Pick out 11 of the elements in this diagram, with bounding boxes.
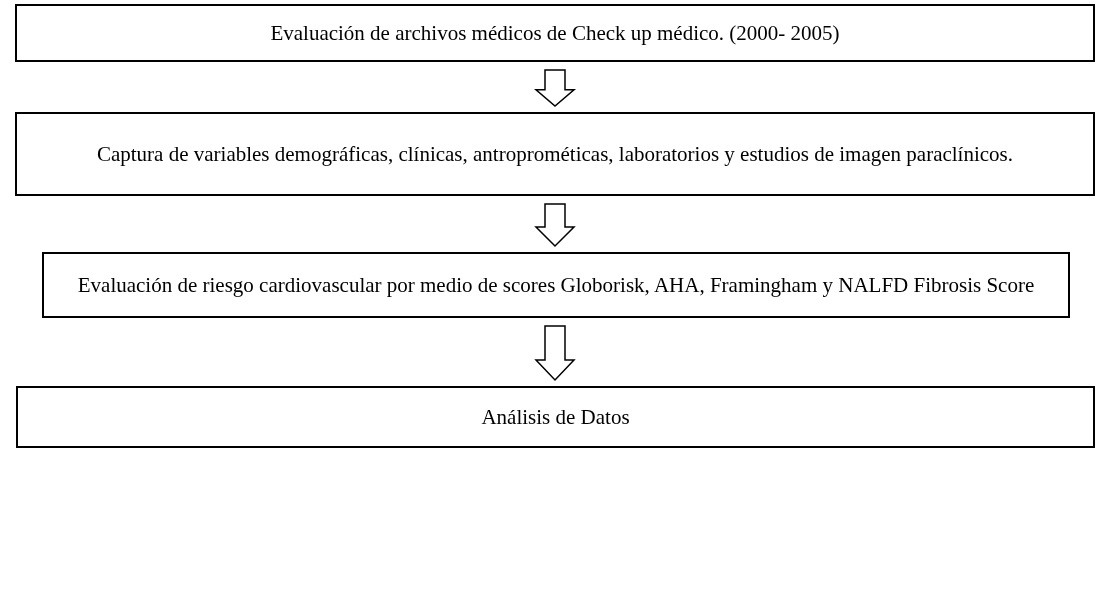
process-box: [15, 4, 1095, 62]
box-text: Captura de variables demográficas, clínicas, antroprométicas, laboratorios y estudios de imagen paraclínicos.: [95, 140, 1015, 168]
box-text: Evaluación de riesgo cardiovascular por medio de scores Globorisk, AHA, Framingham y NALFD Fibrosis Score: [76, 271, 1036, 299]
box-text: Evaluación de archivos médicos de Check up médico. (2000- 2005): [269, 19, 841, 47]
block-arrow: [534, 203, 576, 248]
process-box: [42, 252, 1070, 318]
process-box: [16, 386, 1095, 448]
block-arrow: [534, 325, 576, 382]
process-box: [15, 112, 1095, 196]
block-arrow: [533, 69, 577, 107]
box-text: Análisis de Datos: [480, 403, 631, 431]
